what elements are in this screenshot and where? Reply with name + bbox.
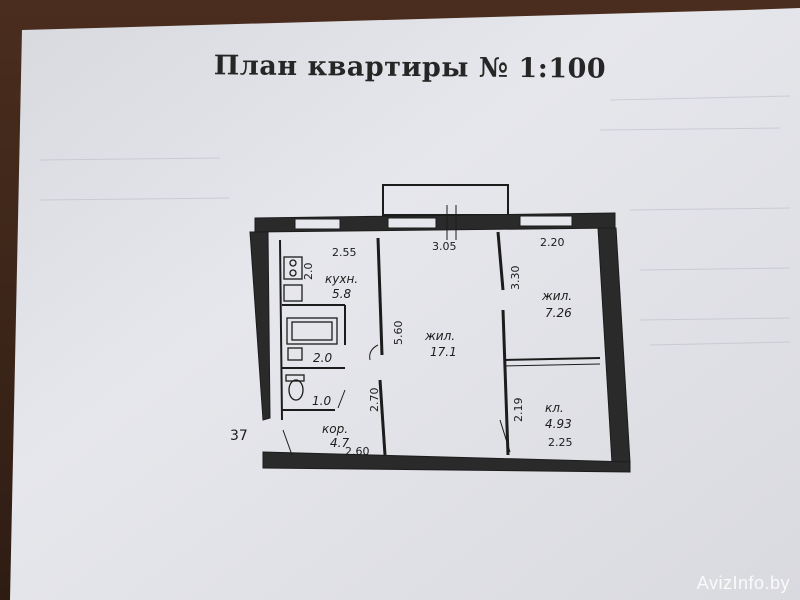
dim-pantry-width: 2.25 (548, 436, 573, 449)
corridor-name: кор. (322, 422, 348, 436)
kitchen-name: кухн. (325, 272, 358, 286)
pantry-area: 4.93 (545, 417, 572, 431)
kitchen-area: 5.8 (332, 287, 351, 301)
dim-kitchen-depth: 2.0 (302, 263, 315, 281)
dim-corridor-depth: 2.70 (368, 388, 381, 413)
dim-living-depth: 5.60 (392, 321, 405, 346)
dim-kitchen-width: 2.55 (332, 246, 357, 259)
toilet-area: 1.0 (312, 394, 331, 408)
pantry-name: кл. (545, 401, 564, 415)
walls (249, 184, 631, 473)
small-room-area: 7.26 (545, 306, 572, 320)
bath-area: 2.0 (313, 351, 332, 365)
dim-living-width: 3.05 (432, 240, 457, 253)
fixtures (283, 256, 338, 401)
dim-small-room-width: 2.20 (540, 236, 565, 249)
small-room-name: жил. (541, 289, 572, 303)
corridor-area: 4.7 (330, 436, 349, 450)
dim-corridor-width: 2.60 (345, 445, 370, 458)
dim-small-room-depth: 3.30 (509, 266, 522, 291)
living-room-name: жил. (424, 329, 455, 343)
dim-pantry-depth: 2.19 (512, 398, 525, 423)
living-room-area: 17.1 (430, 345, 457, 359)
site-watermark: AvizInfo.by (696, 573, 790, 593)
corner-number: 37 (230, 428, 248, 444)
